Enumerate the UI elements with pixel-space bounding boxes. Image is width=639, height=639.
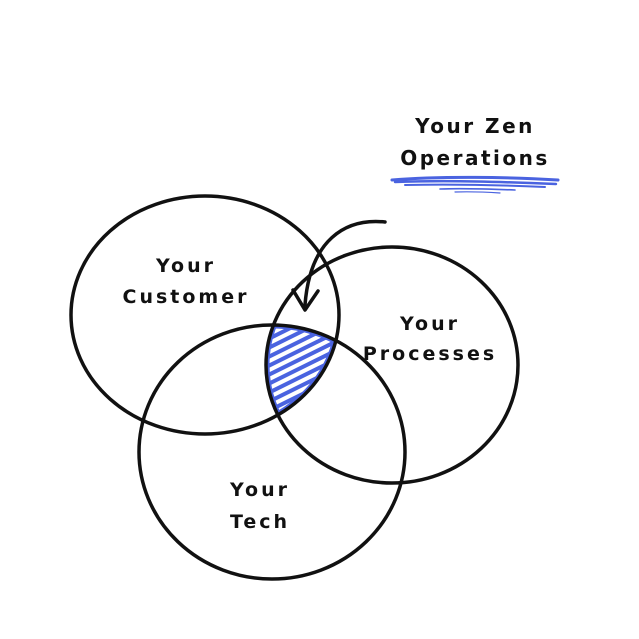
curved-arrow-icon xyxy=(291,219,387,312)
hatch-stroke xyxy=(266,344,339,400)
customer-circle xyxy=(69,194,341,436)
title-line-2: Operations xyxy=(400,146,550,170)
scribble-underline-icon xyxy=(390,175,560,194)
processes-label-line-2: Processes xyxy=(363,343,497,365)
hatch-stroke xyxy=(266,325,339,364)
tech-circle xyxy=(137,323,407,581)
customer-label: Your Customer xyxy=(123,255,250,308)
diagram-title: Your Zen Operations xyxy=(400,114,550,170)
hatch-stroke xyxy=(266,335,339,391)
tech-label: Your Tech xyxy=(229,479,290,533)
processes-label-line-1: Your xyxy=(399,313,460,335)
tech-label-line-2: Tech xyxy=(230,511,290,533)
processes-label: Your Processes xyxy=(363,313,497,365)
customer-label-line-1: Your xyxy=(155,255,216,277)
customer-label-line-2: Customer xyxy=(123,286,250,308)
processes-circle xyxy=(264,245,520,485)
title-line-1: Your Zen xyxy=(414,114,535,138)
zen-intersection-region xyxy=(266,325,339,434)
tech-label-line-1: Your xyxy=(229,479,290,501)
